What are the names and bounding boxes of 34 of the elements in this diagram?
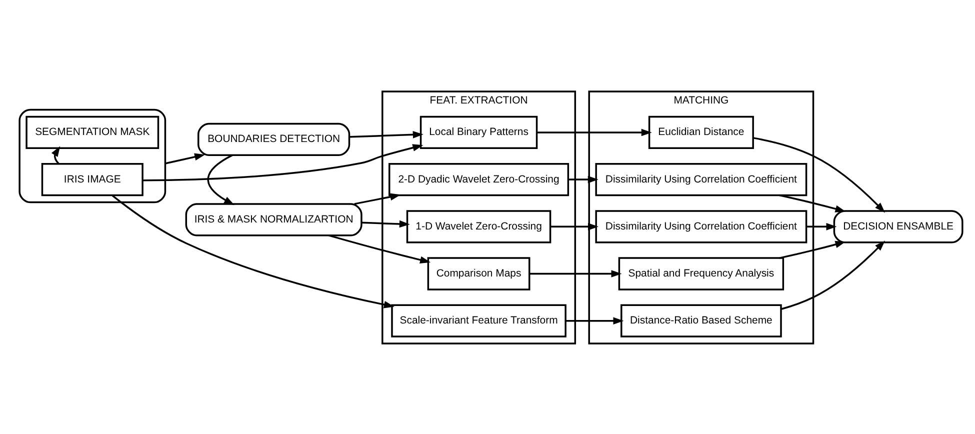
node-box: Dissimilarity Using Correlation Coefficient	[595, 162, 808, 196]
arrow	[806, 222, 837, 230]
arrow	[566, 316, 624, 324]
node-box: IRIS IMAGE	[41, 162, 144, 196]
node-box: Spatial and Frequency Analysis	[618, 256, 784, 290]
node-box: 2-D Dyadic Wavelet Zero-Crossing	[388, 162, 570, 196]
arrow	[362, 220, 410, 228]
arrow	[779, 240, 846, 258]
arrow	[550, 222, 598, 230]
arrow	[165, 152, 206, 164]
node-box: BOUNDARIES DETECTION	[198, 122, 350, 156]
node-box: DECISION ENSAMBLE	[833, 210, 964, 243]
arrow	[51, 146, 60, 164]
node-box: Dissimilarity Using Correlation Coefficient	[595, 210, 808, 243]
node-box: Local Binary Patterns	[420, 115, 538, 149]
cluster	[18, 108, 166, 203]
arrow	[112, 194, 394, 308]
node-box: 1-D Wavelet Zero-Crossing	[406, 210, 552, 243]
arrow	[207, 154, 234, 205]
arrow	[529, 270, 622, 277]
arrow	[142, 144, 424, 181]
node-box: Scale-invariant Feature Transform	[391, 304, 566, 337]
arrow	[780, 240, 886, 310]
arrow	[354, 192, 401, 204]
node-box: IRIS & MASK NORMALIZARTION	[185, 202, 362, 236]
arrow	[753, 136, 886, 212]
arrow	[349, 130, 424, 138]
node-box: Distance-Ratio Based Scheme	[620, 304, 782, 337]
node-box: Euclidian Distance	[648, 115, 754, 149]
arrow	[568, 175, 598, 183]
arrow	[537, 128, 652, 136]
arrow	[328, 234, 431, 263]
node-box: SEGMENTATION MASK	[26, 115, 160, 149]
node-box: Comparison Maps	[427, 256, 530, 290]
